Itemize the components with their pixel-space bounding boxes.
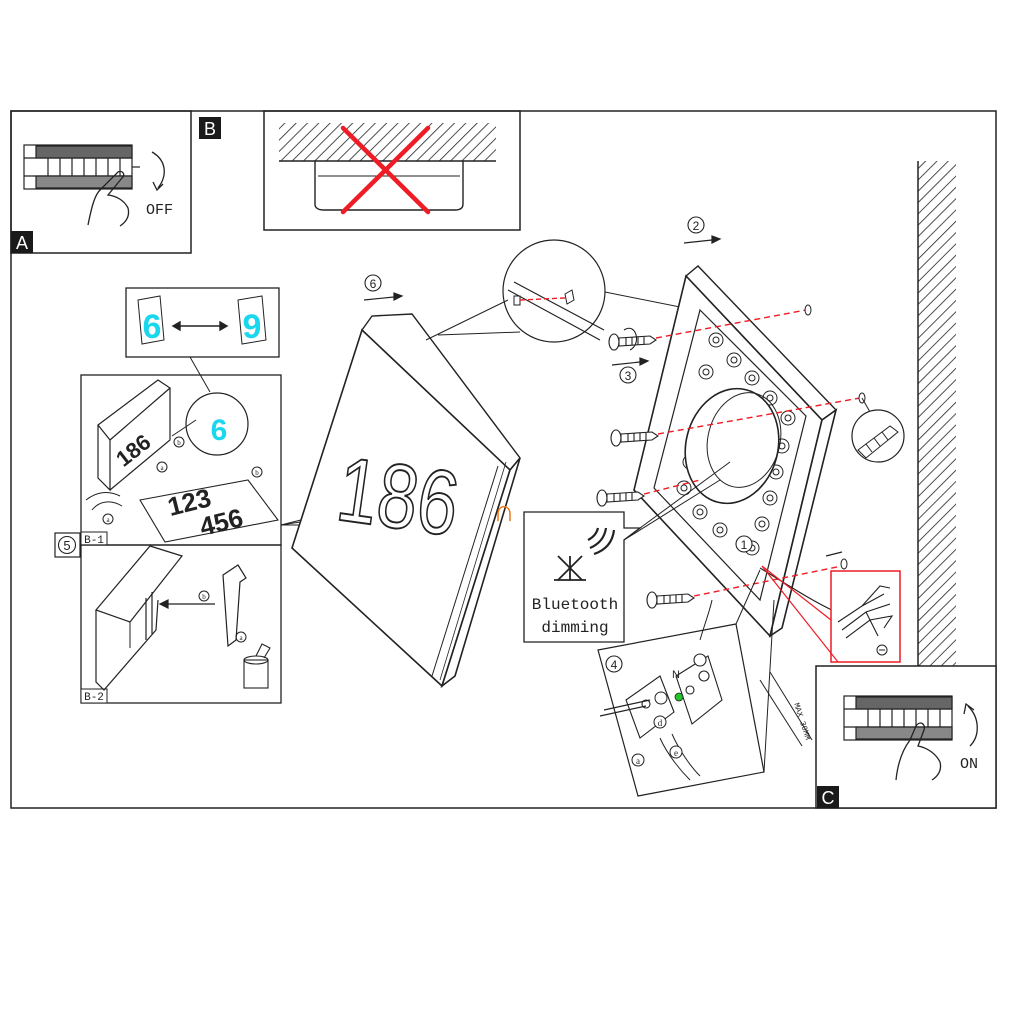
glue-tube-icon <box>243 643 271 689</box>
off-label: OFF <box>146 202 173 219</box>
step-4-label: 4 <box>611 658 618 672</box>
peel-hand-icon <box>85 492 123 511</box>
rotate-down-arrow-icon <box>151 151 165 189</box>
hand-icon <box>895 722 942 781</box>
marker-a-3: a <box>239 634 243 642</box>
step-3-label: 3 <box>625 369 632 383</box>
panel-b1-number-attach: 6 9 B-1 186 6 b a b a 123 <box>54 287 282 558</box>
step-3-arrow-icon <box>611 357 650 366</box>
house-number-digits: 186 <box>331 439 464 556</box>
marker-b-1: b <box>177 439 181 447</box>
wire-detail-box <box>761 565 901 663</box>
panel-a-switch-off: A OFF <box>10 110 192 254</box>
step-6-arrow-icon <box>363 292 404 301</box>
orange-marker: ∩ <box>493 495 515 528</box>
marker-d: d <box>658 718 663 728</box>
lamp-back-plate: 2 1 <box>633 216 838 638</box>
red-cross-icon <box>340 125 431 215</box>
step-5-label: 5 <box>63 538 70 553</box>
marker-b-2: b <box>255 469 259 477</box>
screws <box>596 333 695 609</box>
wall <box>917 161 956 667</box>
swap-to-digit: 9 <box>243 308 262 346</box>
marker-b-3: b <box>202 593 206 601</box>
green-connector <box>674 692 684 702</box>
panel-c-switch-on: C ON <box>815 665 997 809</box>
swap-arrows-icon <box>171 320 229 332</box>
screw-icon <box>610 429 659 447</box>
screwdriver-icon <box>599 699 651 717</box>
bluetooth-line2: dimming <box>541 619 608 637</box>
ceiling-hatch <box>279 123 496 161</box>
screw-icon <box>646 591 695 609</box>
wires-icon <box>837 585 894 639</box>
badge-c <box>817 786 839 808</box>
label-b2: B-2 <box>84 692 104 704</box>
marker-e: e <box>674 748 678 758</box>
terminal-block-icon <box>625 653 723 739</box>
panel-b2-frame-attach: B-2 b a <box>80 544 282 704</box>
cable-length-text: MAX 30MM <box>791 702 811 741</box>
signal-waves-icon <box>587 527 616 556</box>
badge-b <box>199 117 221 139</box>
bluetooth-dimming-callout: Bluetooth dimming <box>523 461 731 643</box>
lamp-front-cover: 186 ∩ 6 <box>291 274 521 689</box>
wall-plug-icon <box>857 425 899 459</box>
badge-b-text: B <box>204 119 216 139</box>
bracket-icon <box>222 564 247 648</box>
step-6-label: 6 <box>370 277 377 291</box>
small-lamp-number: 186 <box>111 429 155 471</box>
hand-icon <box>87 170 130 227</box>
panel-b-no-ceiling: B <box>199 110 521 231</box>
step-3-group: 3 <box>611 327 650 384</box>
step-2-label: 2 <box>693 219 700 233</box>
marker-n: N <box>672 669 680 681</box>
label-b1: B-1 <box>84 535 104 547</box>
attach-arrow-icon <box>158 599 215 609</box>
marker-a-2: a <box>106 516 110 524</box>
breaker-strip-icon <box>23 144 140 190</box>
step-2-arrow-icon <box>683 235 722 244</box>
step-4-wiring-detail: 4 N d e a <box>597 569 775 797</box>
badge-a-text: A <box>16 233 28 253</box>
magnified-digit: 6 <box>211 414 228 447</box>
wall-anchor-detail <box>851 397 905 463</box>
on-label: ON <box>960 756 978 773</box>
marker-a-4: a <box>636 756 640 766</box>
clip-detail-bubble <box>425 239 721 343</box>
badge-c-text: C <box>822 788 835 808</box>
bluetooth-icon <box>554 555 586 581</box>
screw-icon <box>596 489 645 507</box>
bluetooth-line1: Bluetooth <box>532 596 618 614</box>
step-1-label: 1 <box>741 538 748 552</box>
ceiling-lamp-icon <box>314 161 464 211</box>
badge-a <box>11 231 33 253</box>
swap-from-digit: 6 <box>143 308 162 346</box>
alignment-lines <box>643 309 861 597</box>
rotate-up-arrow-icon <box>967 705 978 747</box>
marker-a-1: a <box>160 464 164 472</box>
screw-icon <box>608 333 657 351</box>
breaker-strip-icon <box>843 695 953 741</box>
